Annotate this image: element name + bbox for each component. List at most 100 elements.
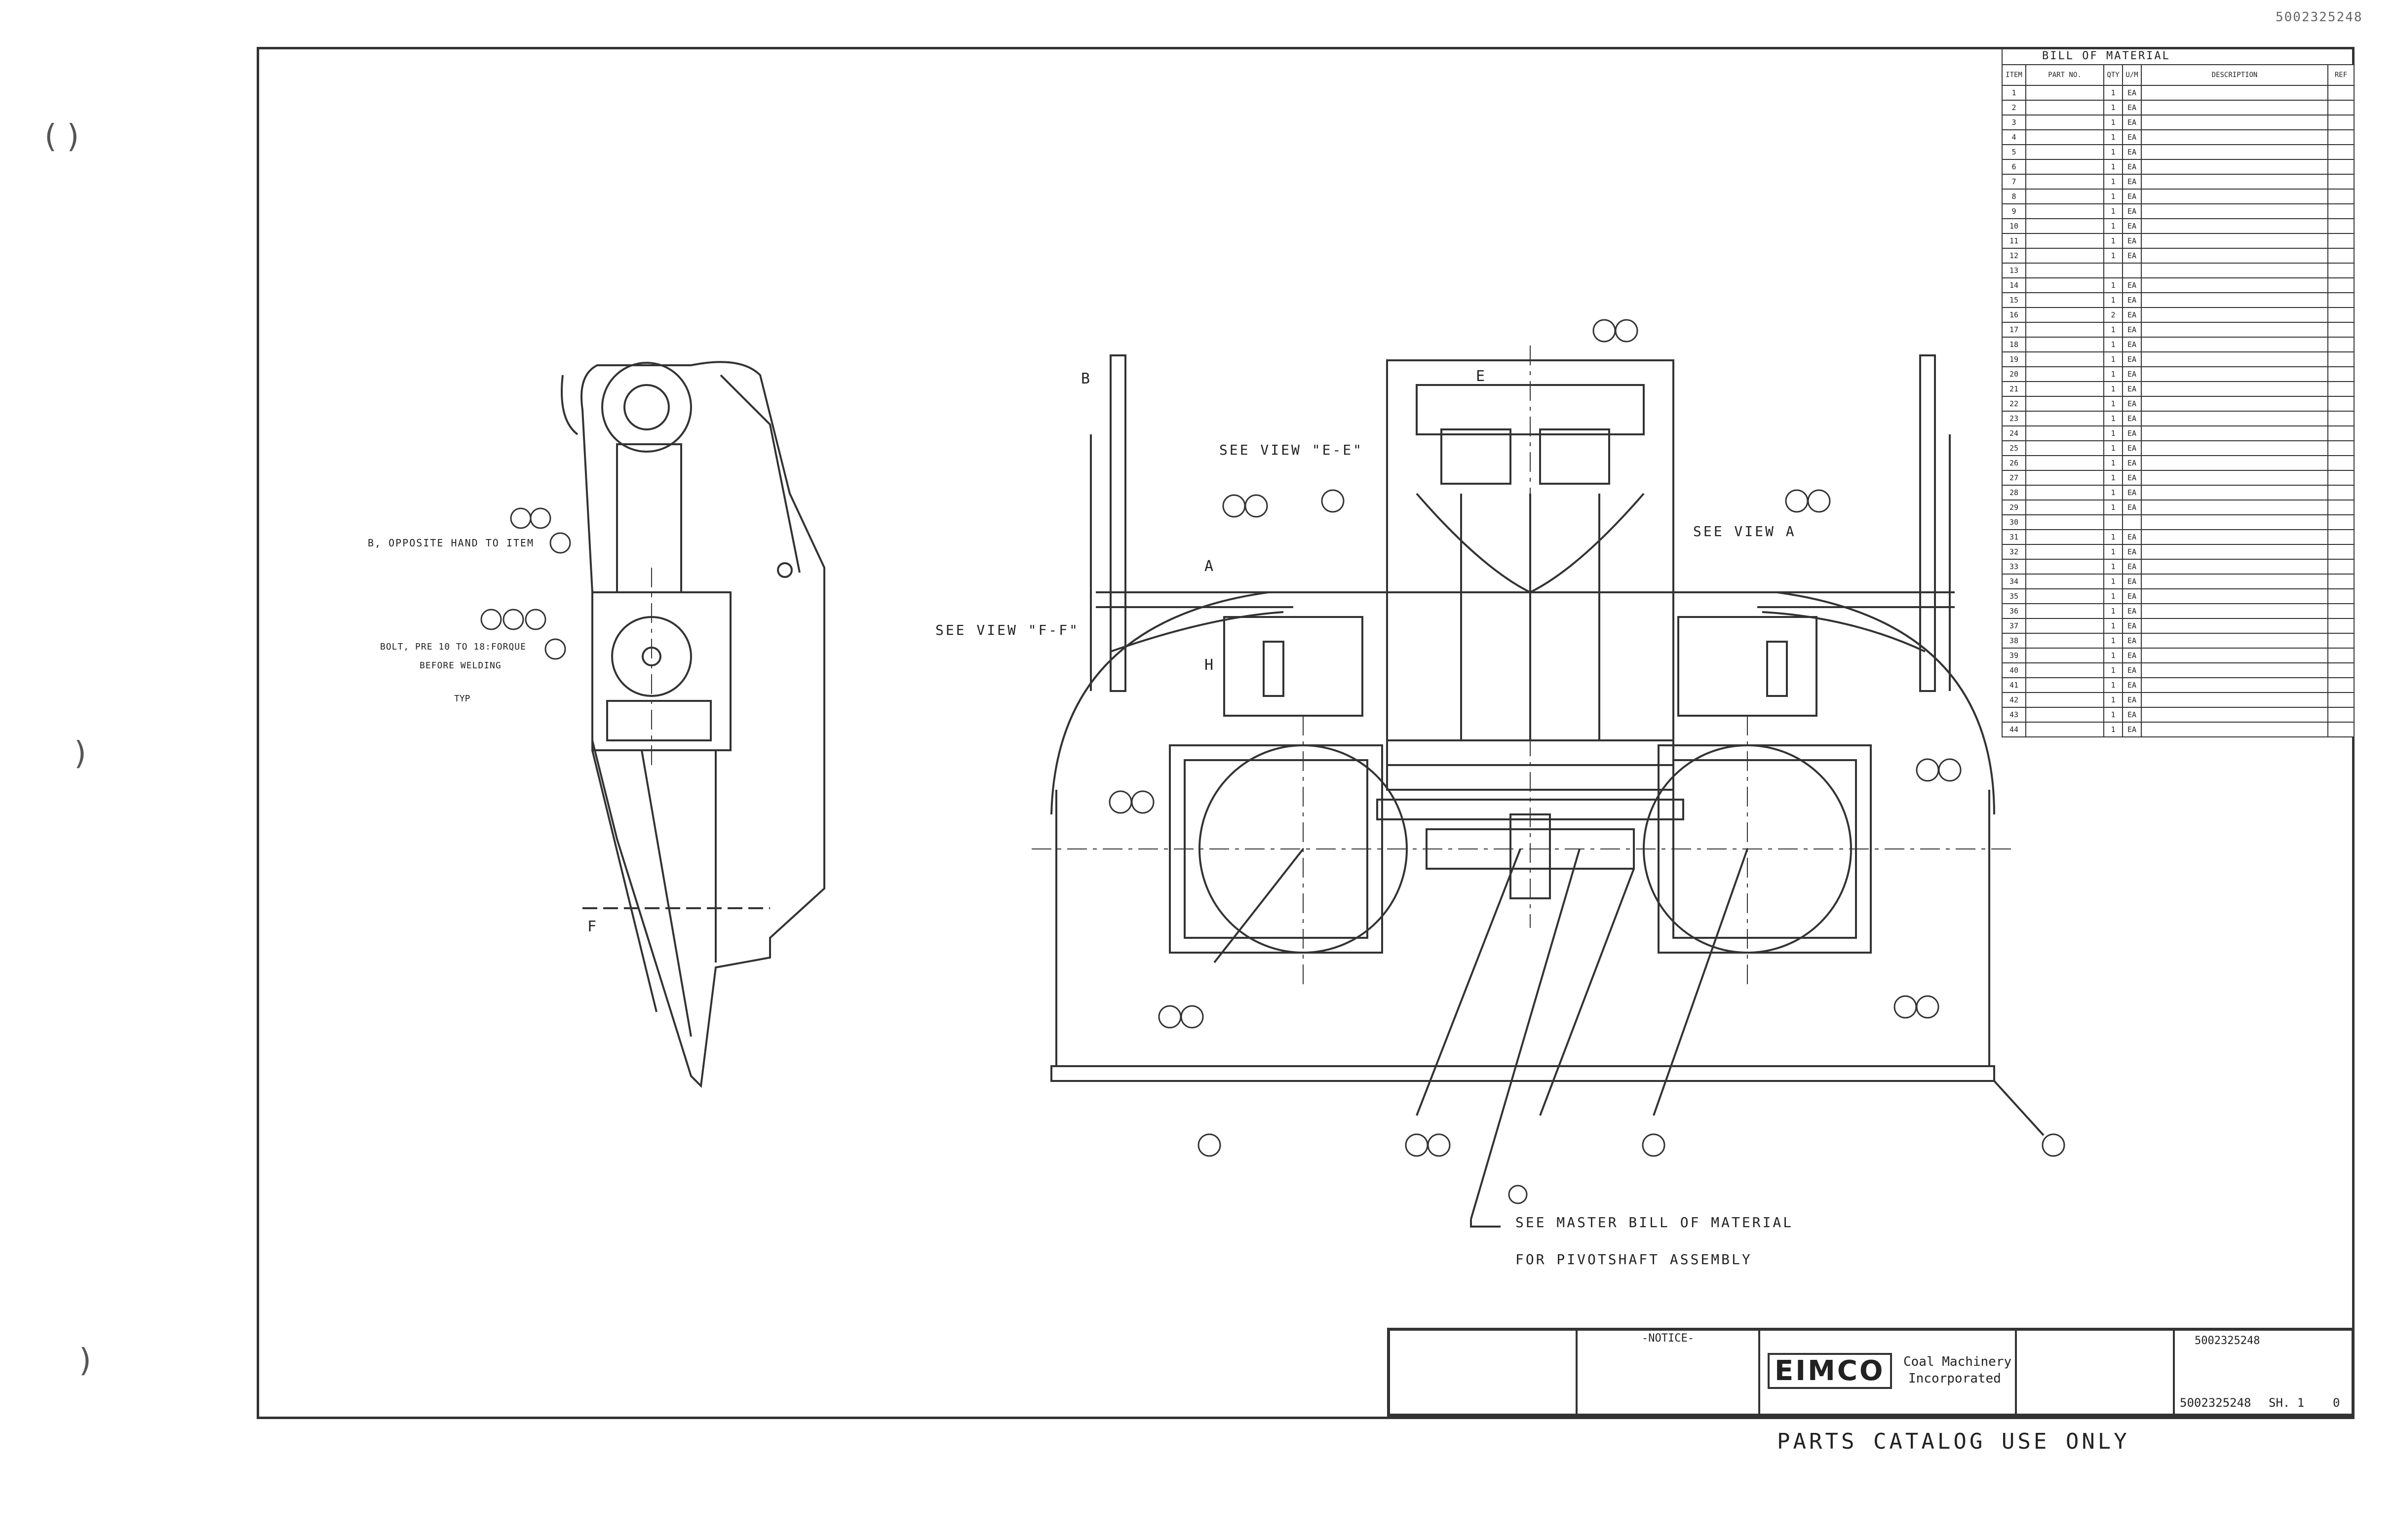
bom-cell-part-no <box>2025 322 2104 338</box>
bom-cell-qty: 1 <box>2103 322 2123 338</box>
bom-cell-description <box>2141 618 2328 634</box>
bom-cell-item: 41 <box>2002 677 2026 693</box>
bom-cell-ref <box>2327 189 2355 204</box>
bom-cell-qty: 1 <box>2103 396 2123 412</box>
bom-cell-um: EA <box>2122 722 2142 737</box>
bom-cell-qty: 1 <box>2103 425 2123 441</box>
bom-cell-item: 44 <box>2002 722 2026 737</box>
callout-see-view-a: SEE VIEW A <box>1693 523 1796 539</box>
bom-cell-qty: 1 <box>2103 218 2123 234</box>
bom-cell-description <box>2141 707 2328 723</box>
bom-cell-item: 30 <box>2002 514 2026 530</box>
bom-cell-um: EA <box>2122 322 2142 338</box>
bom-cell-description <box>2141 100 2328 116</box>
bom-cell-um: EA <box>2122 662 2142 678</box>
bom-cell-ref <box>2327 100 2355 116</box>
bom-cell-description <box>2141 485 2328 500</box>
bom-cell-part-no <box>2025 203 2104 219</box>
bom-cell-um: EA <box>2122 559 2142 575</box>
bom-cell-description <box>2141 529 2328 545</box>
bom-cell-part-no <box>2025 85 2104 101</box>
bom-cell-qty: 1 <box>2103 692 2123 708</box>
bom-cell-description <box>2141 144 2328 160</box>
bom-cell-part-no <box>2025 337 2104 352</box>
bom-cell-item: 43 <box>2002 707 2026 723</box>
bom-cell-part-no <box>2025 396 2104 412</box>
bom-cell-part-no <box>2025 648 2104 663</box>
bom-cell-qty: 1 <box>2103 337 2123 352</box>
bom-cell-ref <box>2327 425 2355 441</box>
bom-header-qty: QTY <box>2103 64 2123 86</box>
section-label-e: E <box>1476 368 1485 385</box>
bom-cell-part-no <box>2025 662 2104 678</box>
bom-cell-description <box>2141 174 2328 190</box>
bom-cell-part-no <box>2025 218 2104 234</box>
bom-cell-um: EA <box>2122 189 2142 204</box>
bom-cell-description <box>2141 322 2328 338</box>
bom-cell-ref <box>2327 588 2355 604</box>
bom-cell-item: 3 <box>2002 115 2026 130</box>
bom-cell-part-no <box>2025 115 2104 130</box>
bom-cell-ref <box>2327 485 2355 500</box>
bom-cell-part-no <box>2025 248 2104 264</box>
bom-cell-ref <box>2327 307 2355 323</box>
bom-cell-ref <box>2327 115 2355 130</box>
bom-cell-qty <box>2103 514 2123 530</box>
bom-cell-item: 35 <box>2002 588 2026 604</box>
bom-cell-um: EA <box>2122 218 2142 234</box>
bom-cell-part-no <box>2025 529 2104 545</box>
side-view <box>561 361 825 1088</box>
bom-cell-ref <box>2327 277 2355 293</box>
bom-cell-part-no <box>2025 292 2104 308</box>
bom-cell-qty: 1 <box>2103 440 2123 456</box>
bom-cell-item: 20 <box>2002 366 2026 382</box>
bom-cell-qty <box>2103 263 2123 278</box>
bom-cell-description <box>2141 603 2328 619</box>
bom-cell-description <box>2141 218 2328 234</box>
bom-cell-description <box>2141 470 2328 486</box>
bom-cell-qty: 1 <box>2103 618 2123 634</box>
bom-cell-item: 5 <box>2002 144 2026 160</box>
bom-cell-description <box>2141 366 2328 382</box>
bom-cell-ref <box>2327 85 2355 101</box>
bom-cell-ref <box>2327 692 2355 708</box>
bom-cell-um: EA <box>2122 174 2142 190</box>
punch-hole-middle: ) <box>74 735 86 772</box>
bom-cell-part-no <box>2025 144 2104 160</box>
bom-cell-description <box>2141 85 2328 101</box>
bom-cell-description <box>2141 722 2328 737</box>
bom-cell-qty: 2 <box>2103 307 2123 323</box>
bom-cell-um: EA <box>2122 277 2142 293</box>
bom-cell-um: EA <box>2122 425 2142 441</box>
bom-cell-ref <box>2327 174 2355 190</box>
bom-cell-part-no <box>2025 174 2104 190</box>
bom-cell-um <box>2122 514 2142 530</box>
bom-cell-qty: 1 <box>2103 233 2123 249</box>
bom-cell-item: 13 <box>2002 263 2026 278</box>
bom-cell-um: EA <box>2122 618 2142 634</box>
drawing-number: 5002325248 <box>2180 1396 2251 1410</box>
bom-cell-qty: 1 <box>2103 485 2123 500</box>
bom-cell-um: EA <box>2122 144 2142 160</box>
callout-master-bom-line1: SEE MASTER BILL OF MATERIAL <box>1515 1214 1794 1231</box>
bom-cell-um <box>2122 263 2142 278</box>
bom-cell-ref <box>2327 129 2355 145</box>
punch-hole-top: ( ) <box>44 118 79 155</box>
bom-cell-part-no <box>2025 425 2104 441</box>
bom-cell-um: EA <box>2122 485 2142 500</box>
bom-cell-description <box>2141 337 2328 352</box>
bom-cell-qty: 1 <box>2103 722 2123 737</box>
bom-cell-qty: 1 <box>2103 470 2123 486</box>
bom-cell-ref <box>2327 455 2355 471</box>
